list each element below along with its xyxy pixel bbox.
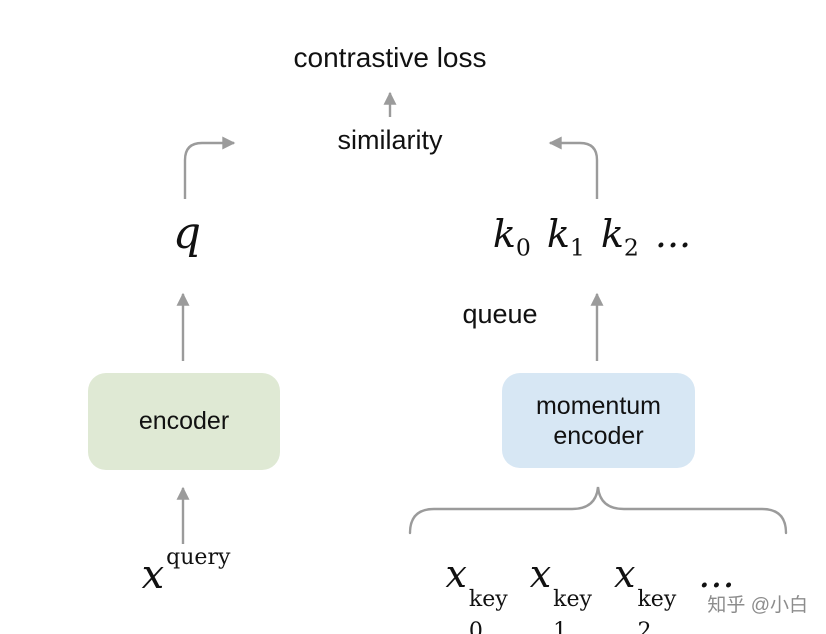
key-symbol-0: k0 [492,212,531,262]
q-symbol: q [172,208,202,259]
key-symbol-1: k1 [546,212,585,262]
x-query-symbol: xquery [141,544,231,598]
momentum-encoder-label-line2: encoder [553,421,644,450]
key-symbols-row: k0 k1 k2 ... [493,212,691,262]
keys-brace [408,486,788,535]
queue-label: queue [462,299,538,329]
x-keys-ellipsis: ... [698,552,735,596]
similarity-label: similarity [337,125,443,155]
momentum-encoder-label-line1: momentum [535,391,662,420]
keys-ellipsis: ... [654,212,692,256]
contrastive-loss-label: contrastive loss [293,42,487,73]
watermark: 知乎 @小白 [707,595,808,616]
key-symbol-2: k2 [600,212,639,262]
encoder-box: encoder [88,373,280,470]
arrow-keys-to-similarity [548,136,599,199]
encoder-label: encoder [138,407,230,435]
arrow-q-to-similarity [183,136,236,199]
momentum-encoder-box: momentum encoder [502,373,695,468]
